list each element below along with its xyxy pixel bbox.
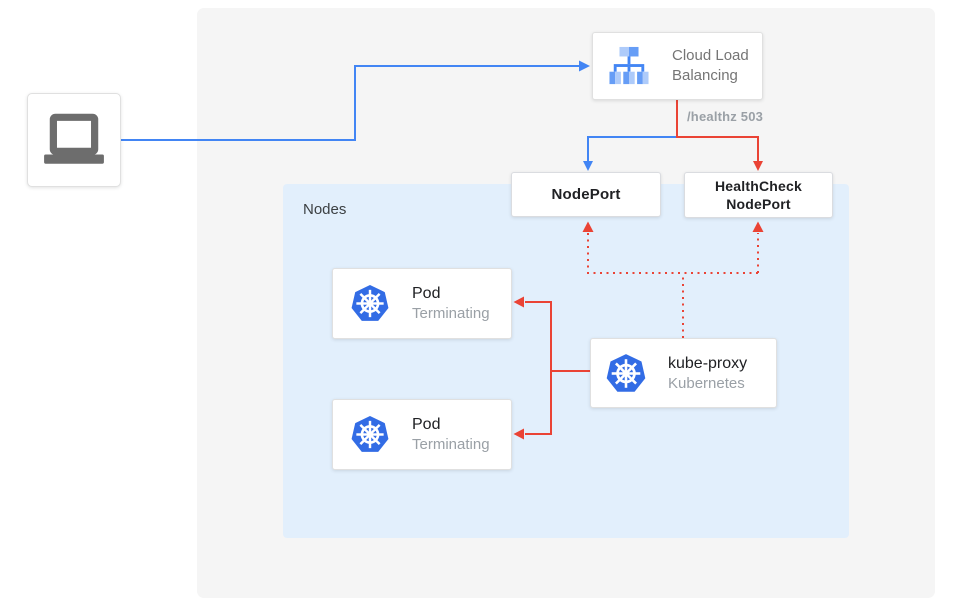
kube-proxy-to-nodeports-dotted-line: [587, 233, 759, 338]
pod-title: Pod: [412, 416, 441, 433]
client-to-lb-arrowhead: [579, 60, 590, 72]
pod2-arrowhead: [513, 428, 524, 440]
pod1-arrowhead: [513, 296, 524, 308]
dotted-healthcheck-arrowhead: [752, 221, 764, 232]
pod-card: Pod Terminating: [332, 268, 512, 339]
kube-proxy-to-pod1-line: [525, 301, 590, 372]
kube-proxy-to-pod2-line: [525, 370, 552, 435]
kube-proxy-title: kube-proxy: [668, 354, 748, 372]
kube-proxy-text: kube-proxy Kubernetes: [668, 353, 747, 394]
kubernetes-icon: [606, 353, 646, 392]
nodeport-card: NodePort: [511, 172, 661, 217]
pod-text: Pod Terminating: [412, 283, 490, 324]
pod-status: Terminating: [412, 436, 490, 453]
client-card: [27, 93, 121, 187]
laptop-icon: [44, 113, 104, 164]
healthz-status-label: /healthz 503: [687, 109, 764, 124]
client-to-lb-line: [121, 65, 580, 141]
pod-card: Pod Terminating: [332, 399, 512, 470]
lb-to-healthcheck-line: [676, 100, 759, 162]
kubernetes-icon: [351, 415, 389, 452]
healthcheck-nodeport-card: HealthCheck NodePort: [684, 172, 833, 218]
kubernetes-icon: [351, 284, 389, 321]
cloud-load-balancing-icon: [609, 46, 649, 85]
nodes-group-label: Nodes: [303, 201, 347, 218]
kube-proxy-card: kube-proxy Kubernetes: [590, 338, 777, 408]
cloud-load-balancing-label: Cloud Load Balancing: [672, 47, 749, 84]
lb-to-nodeport-line: [587, 136, 678, 162]
pod-text: Pod Terminating: [412, 414, 490, 455]
pod-status: Terminating: [412, 305, 490, 322]
dotted-nodeport-arrowhead: [582, 221, 594, 232]
nodeport-label: NodePort: [551, 186, 621, 203]
kube-proxy-subtitle: Kubernetes: [668, 374, 745, 392]
lb-to-nodeport-arrowhead: [583, 161, 593, 171]
pod-title: Pod: [412, 285, 441, 302]
healthcheck-nodeport-label: HealthCheck NodePort: [714, 178, 802, 212]
lb-to-healthcheck-arrowhead: [753, 161, 763, 171]
cloud-load-balancing-card: Cloud Load Balancing: [592, 32, 763, 100]
